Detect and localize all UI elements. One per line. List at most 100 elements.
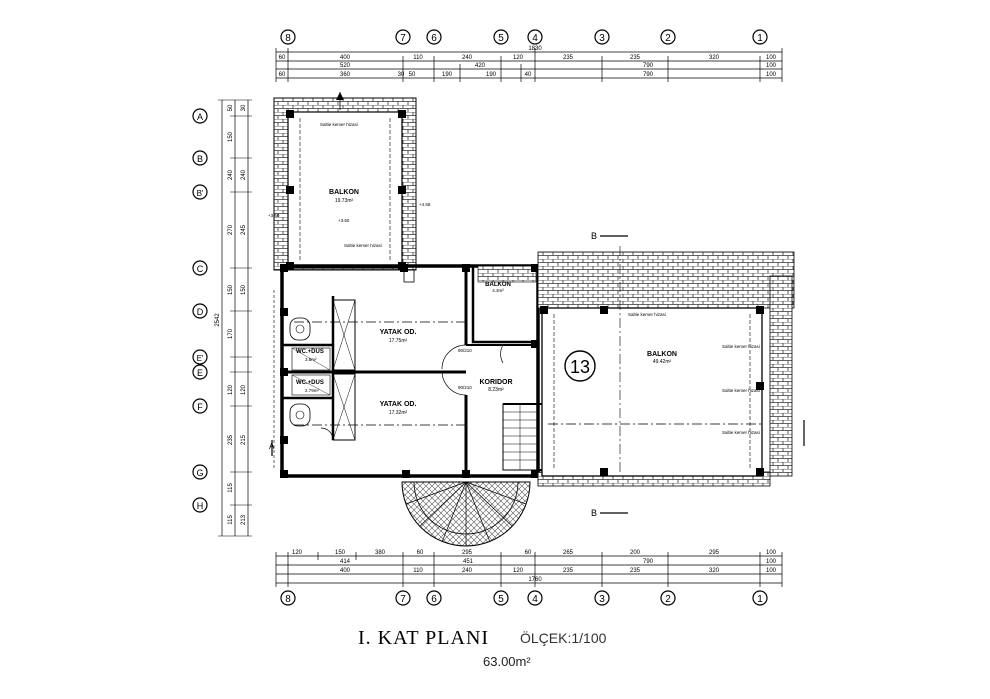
axis-bubble-top-4: 4: [527, 29, 543, 45]
axis-label: C: [197, 264, 204, 274]
dim-text: 295: [462, 550, 473, 556]
dim-text: 414: [340, 559, 351, 565]
dim-text: 100: [766, 550, 777, 556]
elevation-mark: +3.60: [338, 218, 350, 223]
axis-label: E: [197, 368, 203, 378]
bottom-dimension-lines: 120 150 380 60 295 60 265 200 295 100 41…: [275, 550, 783, 587]
dim-text: 235: [630, 55, 641, 61]
dim-text: 190: [442, 72, 453, 78]
dim-text: 240: [462, 568, 473, 574]
dim-text: 110: [413, 55, 423, 61]
axis-label: B': [197, 189, 204, 198]
dim-text: 30: [398, 72, 405, 78]
dim-text: 235: [630, 568, 641, 574]
axis-bubble-top-7: 7: [395, 29, 411, 45]
dim-text: 60: [279, 55, 286, 61]
axis-label: H: [197, 501, 204, 511]
dim-text: 790: [643, 559, 654, 565]
plan-area: 63.00m²: [483, 654, 531, 669]
note-text: Saltie kemer hizasi: [344, 243, 382, 248]
dim-text: 115: [228, 515, 234, 525]
axis-bubble-bottom-3: 3: [594, 590, 610, 606]
note-text: Saltie kemer hizasi: [628, 312, 666, 317]
axis-label: 6: [431, 33, 437, 44]
axis-bubble-top-6: 6: [426, 29, 442, 45]
axis-label: 3: [599, 33, 605, 44]
dim-text: 790: [643, 72, 654, 78]
doors: [320, 344, 504, 441]
plan-title: I. KAT PLANI: [358, 627, 489, 649]
dim-text: 245: [241, 224, 247, 235]
dim-text: 295: [709, 550, 720, 556]
dim-text: 50: [228, 104, 234, 111]
section-number-circle: [564, 350, 596, 382]
dim-text: 380: [375, 550, 386, 556]
room-labels: YATAK OD. 17.75m² YATAK OD. 17.32m² KORI…: [380, 282, 513, 416]
dim-text: 215: [241, 434, 247, 445]
dim-text: 150: [228, 284, 234, 295]
dim-text: 120: [228, 384, 234, 395]
dim-text: 451: [463, 559, 474, 565]
dim-text: 240: [228, 169, 234, 180]
dim-text: 265: [563, 550, 574, 556]
axis-bubble-bottom-6: 6: [426, 590, 442, 606]
dim-text: 150: [241, 284, 247, 295]
axis-bubble-A: A: [192, 108, 208, 124]
room-name-balkon-top: BALKON: [329, 189, 359, 196]
dim-text: 213: [241, 514, 247, 525]
dim-text: 200: [630, 550, 641, 556]
left-dimension-lines: 2542 50 150 240 270 150 170 120 235 115 …: [215, 99, 252, 537]
section-marker-bottom: B: [591, 508, 597, 518]
bottom-axis-bubbles: 8 7 6 5 4 3 2 1: [280, 590, 768, 606]
axis-label: 4: [532, 33, 538, 44]
room-area-wc1: 3.8m²: [305, 357, 317, 362]
axis-label: E': [197, 354, 204, 363]
axis-label: 3: [599, 594, 605, 605]
room-name-yatak1: YATAK OD.: [380, 329, 417, 336]
dim-text: 40: [525, 72, 532, 78]
axis-label: D: [197, 307, 204, 317]
room-area-yatak2: 17.32m²: [389, 410, 408, 416]
dim-text: 100: [766, 72, 777, 78]
dim-text: 120: [292, 550, 303, 556]
note-text: Saltie kemer hizasi: [722, 430, 760, 435]
axis-bubble-top-2: 2: [660, 29, 676, 45]
room-name-balkon-right: BALKON: [647, 351, 677, 358]
dim-text: 120: [513, 55, 524, 61]
dim-text: 320: [709, 568, 720, 574]
axis-label: 6: [431, 594, 437, 605]
dim-text: 60: [417, 550, 424, 556]
dim-text: 150: [335, 550, 346, 556]
axis-bubble-B: B: [192, 150, 208, 166]
axis-bubble-top-3: 3: [594, 29, 610, 45]
dim-overall-left: 2542: [215, 313, 221, 327]
axis-bubble-bottom-7: 7: [395, 590, 411, 606]
axis-label: 5: [498, 33, 504, 44]
axis-label: 7: [400, 594, 406, 605]
axis-label: A: [197, 112, 203, 122]
room-name-balkon-small: BALKON: [485, 282, 511, 288]
section-marker-left: A: [269, 442, 275, 451]
axis-label: 4: [532, 594, 538, 605]
dim-text: 50: [409, 72, 416, 78]
axis-bubble-H: H: [192, 497, 208, 513]
dim-text: 420: [475, 63, 486, 69]
dim-text: 30: [241, 104, 247, 111]
room-name-wc2: WC.+DUS: [296, 380, 324, 386]
top-balcony: BALKON 19.73m² Saltie kemer hizasi Salti…: [268, 92, 431, 271]
dim-text: 360: [340, 72, 351, 78]
axis-label: 8: [285, 594, 291, 605]
dim-text: 235: [228, 434, 234, 445]
axis-bubble-F: F: [192, 398, 208, 414]
axis-bubble-top-5: 5: [493, 29, 509, 45]
dim-text: 120: [241, 384, 247, 395]
dim-text: 240: [241, 169, 247, 180]
axis-bubble-bottom-2: 2: [660, 590, 676, 606]
axis-bubble-E: E: [192, 364, 208, 380]
axis-bubble-bottom-5: 5: [493, 590, 509, 606]
room-area-balkon-right: 49.42m²: [653, 359, 672, 365]
axis-label: 8: [285, 33, 291, 44]
axis-label: 7: [400, 33, 406, 44]
axis-bubble-top-8: 8: [280, 29, 296, 45]
